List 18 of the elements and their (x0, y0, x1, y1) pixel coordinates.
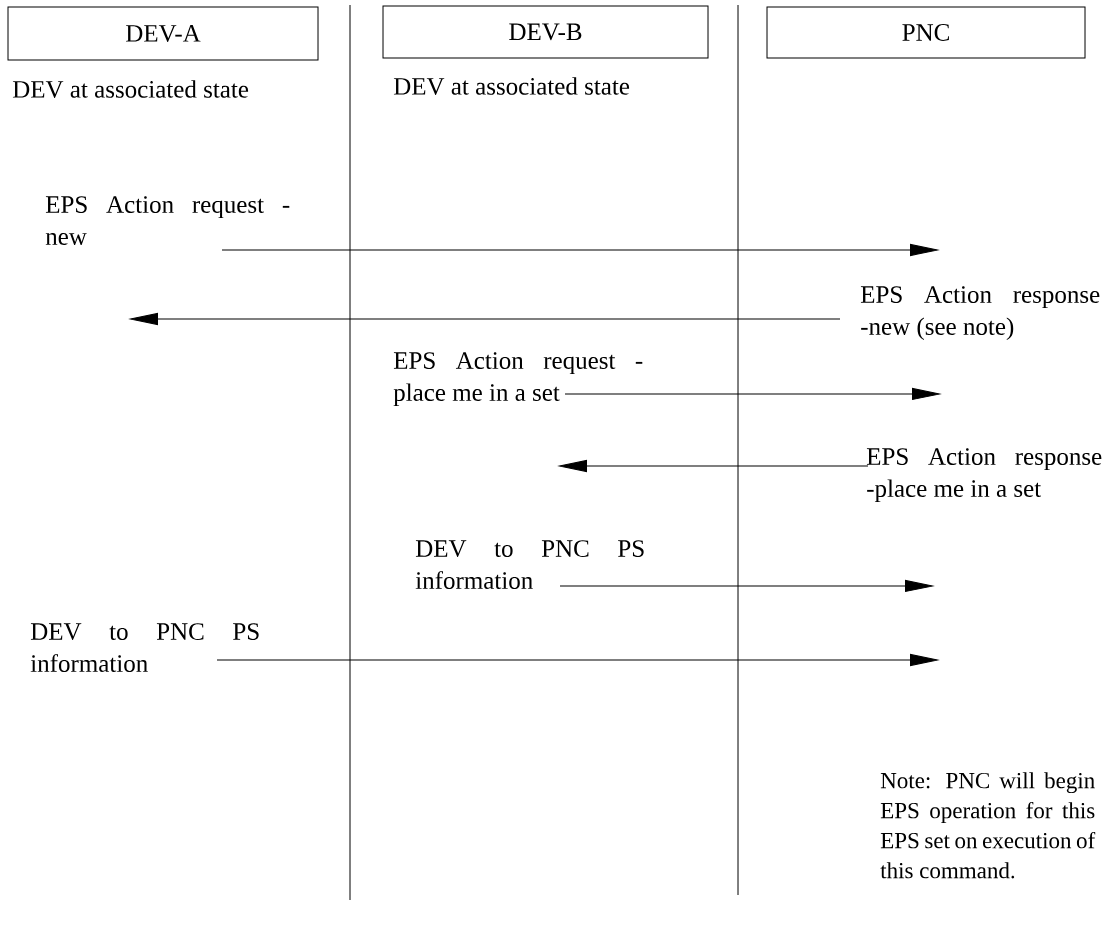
message-arrow (564, 387, 940, 400)
participant-box: DEV-A (7, 6, 319, 61)
message-label: EPS Action request - place me in a set (393, 352, 643, 407)
message-arrow (216, 653, 938, 666)
state-note: DEV at associated state (393, 77, 630, 95)
participant-box: PNC (766, 6, 1086, 59)
message-arrow (130, 312, 841, 325)
message-arrow (559, 579, 933, 592)
message-label: DEV to PNC PS information (30, 623, 259, 672)
message-arrow (221, 243, 938, 256)
participant-box: DEV-B (382, 5, 709, 59)
message-label: EPS Action response -place me in a set (866, 448, 1102, 503)
note-text: Note: PNC will begin EPS operation for this EPS set on execution of this command. (880, 772, 1096, 879)
message-label: EPS Action response -new (see note) (860, 286, 1100, 341)
message-label: EPS Action request - new (45, 196, 290, 245)
state-note: DEV at associated state (12, 80, 249, 98)
message-label: DEV to PNC PS information (415, 540, 644, 589)
message-arrow (559, 459, 869, 472)
